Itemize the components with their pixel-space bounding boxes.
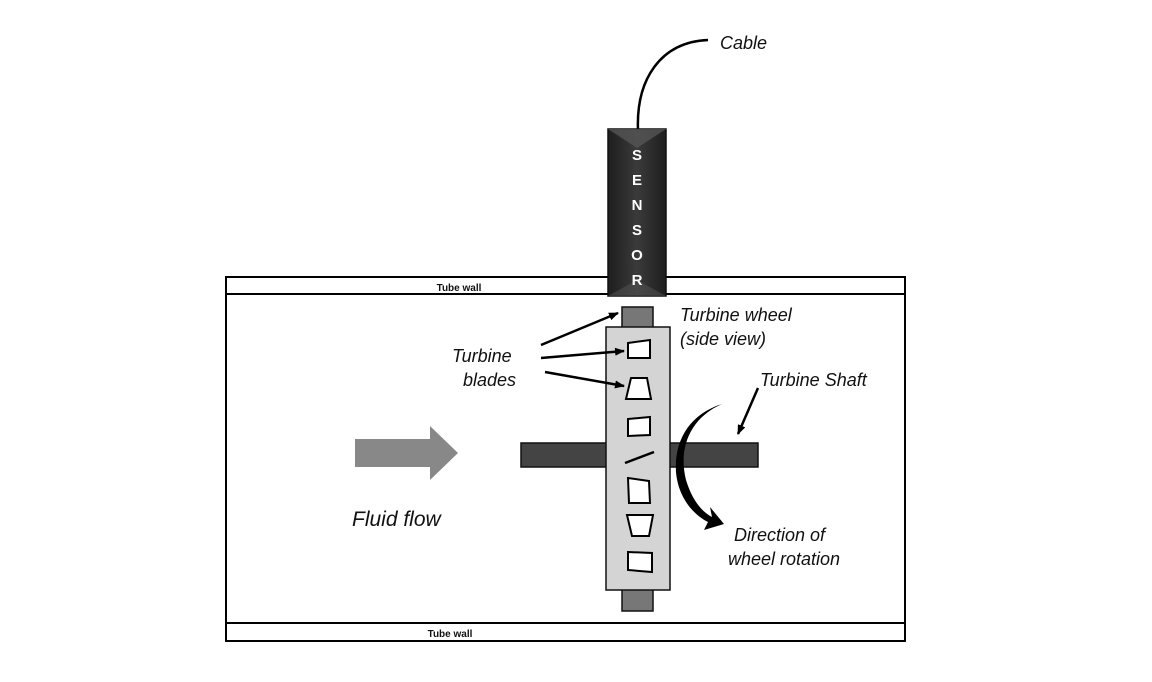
fluid-flow-arrow bbox=[355, 426, 458, 480]
turbine-blades-pointer bbox=[540, 347, 625, 360]
fluid-flow-label: Fluid flow bbox=[352, 508, 443, 531]
sensor-letter: O bbox=[631, 247, 643, 264]
turbine-blades-pointer bbox=[544, 370, 625, 389]
sensor-letter: S bbox=[632, 222, 642, 239]
turbine-blades-label-line1: Turbine bbox=[452, 346, 512, 366]
turbine-blade bbox=[624, 450, 655, 465]
sensor-letter: N bbox=[632, 197, 643, 214]
shaft-hub-top bbox=[621, 306, 654, 330]
turbine-wheel-pointer bbox=[540, 311, 619, 347]
turbine-wheel-label-line1: Turbine wheel bbox=[680, 305, 793, 325]
turbine-blade bbox=[626, 476, 652, 504]
turbine-blade bbox=[624, 377, 653, 400]
turbine-blades-label-line2: blades bbox=[463, 370, 516, 390]
shaft-hub-bottom bbox=[621, 588, 654, 612]
sensor-letter: E bbox=[632, 172, 642, 189]
sensor bbox=[607, 128, 667, 297]
tube-wall-bottom-label: Tube wall bbox=[428, 629, 473, 640]
turbine-wheel-label-line2: (side view) bbox=[680, 329, 766, 349]
sensor-letter: S bbox=[632, 147, 642, 164]
turbine-blade bbox=[627, 415, 651, 438]
cable-label: Cable bbox=[720, 33, 767, 53]
turbine-shaft-label: Turbine Shaft bbox=[760, 370, 868, 390]
sensor-letter: R bbox=[632, 272, 643, 289]
rotation-label-line2: wheel rotation bbox=[728, 549, 840, 569]
tube-wall-top-label: Tube wall bbox=[437, 283, 482, 294]
turbine-shaft-pointer bbox=[736, 387, 760, 435]
turbine-blade bbox=[625, 514, 655, 537]
rotation-label-line1: Direction of bbox=[734, 525, 827, 545]
turbine-blade bbox=[627, 550, 653, 574]
rotation-arrow bbox=[675, 404, 724, 530]
turbine-blade bbox=[627, 338, 651, 359]
cable bbox=[636, 38, 709, 131]
